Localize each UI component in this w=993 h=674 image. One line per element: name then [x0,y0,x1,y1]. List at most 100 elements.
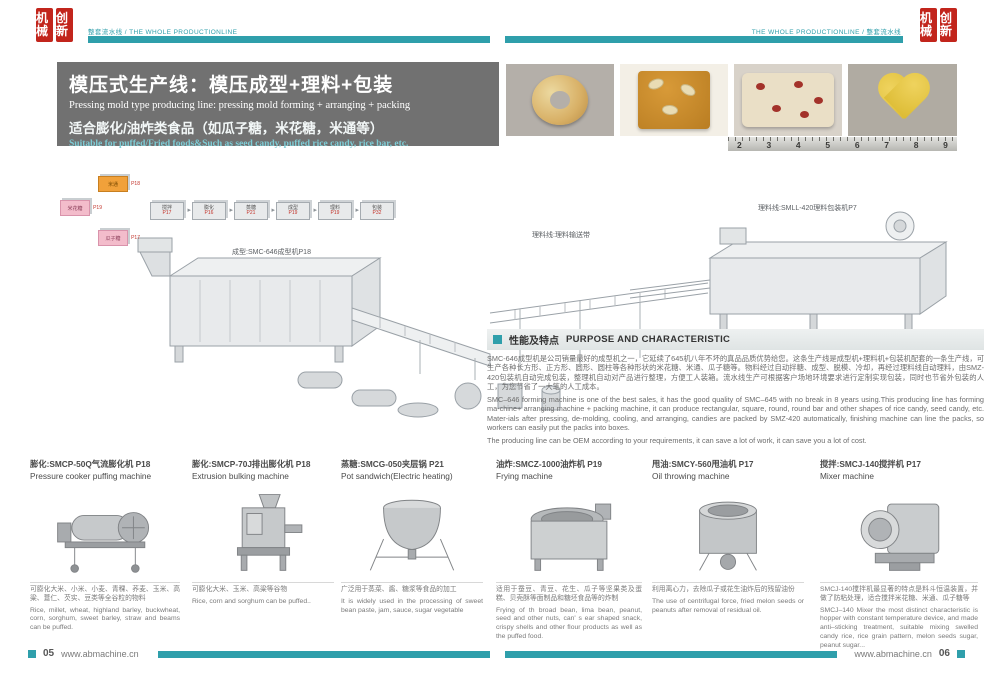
flow-source-box: 瓜子糖 P17 [98,230,140,246]
purpose-paragraph-cn: SMC-646成型机是公司销量最好的成型机之一，它延续了645机八年不坏的真品品… [487,354,984,392]
product-card-puffing-machine: 膨化:SMCP-50Q气流膨化机 P18 Pressure cooker puf… [30,458,180,633]
flow-source-page: P19 [93,205,102,211]
flow-source-page: P18 [131,181,140,187]
diagram-label-conveyor: 理料线:理料输送带 [532,232,590,239]
product-desc-cn: 可膨化大米、玉米、高粱等谷物 [192,582,334,595]
brand-stamp-left: 机械 创新 [36,8,73,42]
photo-rice-bar [734,64,842,136]
flow-step-page: P32 [372,210,382,216]
flow-source-label: 米通 [107,181,118,188]
teal-bullet [493,335,502,344]
product-photo-mixer-machine [820,485,978,577]
product-desc-en: SMCJ–140 Mixer the most distinct charact… [820,606,978,649]
flow-step-box: 蒸糖 P21 [234,202,275,220]
almond-piece [678,81,698,99]
almond-piece [661,104,679,116]
flow-step-box: 理料 P19 [318,202,359,220]
footer-left: 05 www.abmachine.cn [28,648,139,659]
page-subtitle-en: Suitable for puffed/Fried foods&Such as … [69,139,409,149]
brand-stamp-right: 机械 创新 [920,8,957,42]
product-photo-puffing-machine [30,485,180,577]
ruler-number: 5 [825,140,831,150]
product-title: 油炸:SMCZ-1000油炸机 P19 [496,459,603,469]
flow-step-box: 成型 P19 [276,202,317,220]
page-title: 模压式生产线：模压成型+理料+包装 [69,75,394,96]
purpose-paragraph-en2: The producing line can be OEM according … [487,435,867,445]
site-url-left[interactable]: www.abmachine.cn [61,648,139,659]
product-name-en: Frying machine [496,471,553,481]
product-name-en: Extrusion bulking machine [192,471,289,481]
purpose-section: 性能及特点 PURPOSE AND CHARACTERISTIC SMC-646… [487,329,984,448]
flow-step-page: P19 [288,210,298,216]
product-desc-en: Rice, corn and sorghum can be puffed.. [192,597,311,605]
flow-step-label: 成型 [287,204,298,211]
almond-piece [646,76,666,92]
product-desc-cn: 广泛用于蒸菜、酱、糖浆等食品的加工 [341,582,483,595]
photo-puffed-rice-ring [506,64,614,136]
ruler-number: 3 [766,140,772,150]
product-desc-cn: SMCJ-140搅拌机最显著的特点是料斗恒温装置，并做了防粘处理，适合搅拌米花糖… [820,582,978,604]
product-name-en: Pressure cooker puffing machine [30,471,152,481]
header-tagline-right: THE WHOLE PRODUCTIONLINE / 整套流水线 [751,29,901,36]
footer-right: www.abmachine.cn 06 [854,648,965,659]
seed-candy-shape [638,71,710,129]
product-desc-en: It is widely used in the processing of s… [341,597,483,614]
flow-step-box: 包装 P32 [360,202,394,220]
product-name-en: Pot sandwich(Electric heating) [341,471,453,481]
ruler-number: 4 [795,140,801,150]
product-card-oil-throwing-machine: 甩油:SMCY-560甩油机 P17 Oil throwing machine … [652,458,804,615]
flow-step-label: 蒸糖 [245,204,256,211]
puffed-ring-shape [532,75,588,125]
diagram-label-packing: 理料线:SMLL-420理料包装机P7 [758,205,857,212]
line-drawing [137,211,948,418]
stamp-char-block: 创新 [56,8,73,42]
flow-step-box: 膨化 P16 [192,202,233,220]
page-subtitle: 适合膨化/油炸类食品（如瓜子糖，米花糖，米通等） [69,121,384,136]
product-desc-cn: 利用离心力，去除瓜子或花生油炸后的残留油份 [652,582,804,595]
footer-bar-right [505,651,837,658]
footer-bar-left [158,651,490,658]
rice-bar-shape [742,73,834,127]
ruler-number: 2 [737,140,742,150]
product-desc-cn: 适用于蚕豆、青豆、花生、瓜子等坚果类及蛋糕、贝壳酥等面制品和糖坯食品等的炸制 [496,582,642,604]
raisin-piece [800,111,809,118]
flow-source-label: 米花糖 [67,205,83,212]
product-card-pot-sandwich: 蒸糖:SMCG-050夹层锅 P21 Pot sandwich(Electric… [341,458,483,615]
header-tagline-left: 整套流水线 / THE WHOLE PRODUCTIONLINE [88,29,238,36]
flow-source-page: P17 [131,235,140,241]
diagram-label-forming: 成型:SMC-646成型机P18 [232,249,311,256]
product-photo-extrusion-machine [192,485,334,577]
product-card-extrusion-machine: 膨化:SMCP-70J排出膨化机 P18 Extrusion bulking m… [192,458,334,607]
flow-step-label: 理料 [329,204,340,211]
flow-source-label: 瓜子糖 [105,235,121,242]
photo-seed-candy [620,64,728,136]
product-title: 甩油:SMCY-560甩油机 P17 [652,459,754,469]
product-desc-en: Frying of th broad bean, lima bean, pean… [496,606,642,641]
product-card-mixer-machine: 搅拌:SMCJ-140搅拌机 P17 Mixer machine SMCJ-14… [820,458,978,651]
site-url-right[interactable]: www.abmachine.cn [854,648,932,659]
flow-source-box: 米花糖 P19 [60,200,102,216]
product-title: 膨化:SMCP-50Q气流膨化机 P18 [30,459,151,469]
flow-step-box: 搅拌 P17 [150,202,191,220]
flow-step-page: P19 [330,210,340,216]
product-name-en: Mixer machine [820,471,874,481]
product-desc-en: The use of centrifugal force, fried melo… [652,597,804,614]
product-photo-frying-machine [496,485,642,577]
flow-step-label: 搅拌 [161,204,172,211]
stamp-char-block: 机械 [920,8,937,42]
flow-step-page: P16 [204,210,214,216]
ruler-number: 9 [943,140,948,150]
footer-accent-square [28,649,36,658]
flow-source-box: 米通 P18 [98,176,140,192]
page-title-en: Pressing mold type producing line: press… [69,100,411,111]
purpose-heading-en: PURPOSE AND CHARACTERISTIC [566,334,731,345]
product-photo-oil-throwing-machine [652,485,804,577]
production-line-diagram: 米通 P18 米花糖 P19 瓜子糖 P17 搅拌 P17 膨化 P16 蒸糖 … [20,158,980,458]
raisin-piece [772,105,781,112]
page-number-right: 06 [938,648,950,659]
ruler-number: 6 [854,140,860,150]
raisin-piece [794,81,803,88]
purpose-paragraph-en: SMC–646 forming machine is one of the be… [487,394,984,433]
product-title: 搅拌:SMCJ-140搅拌机 P17 [820,459,921,469]
